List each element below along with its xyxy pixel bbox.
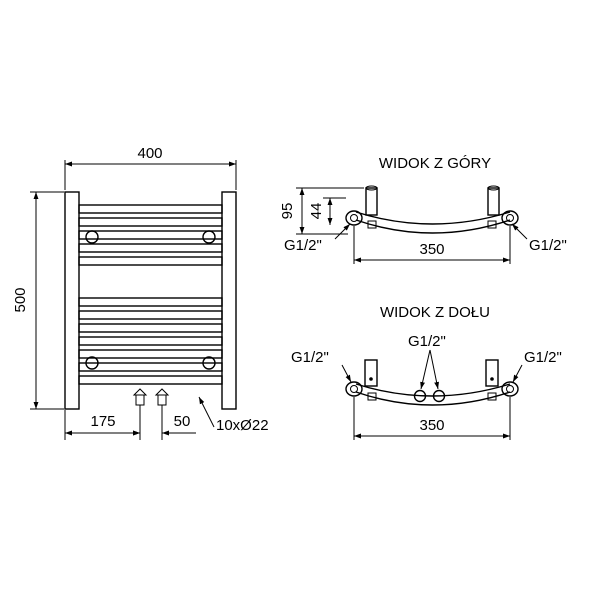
mount-bottom-left [85, 356, 99, 370]
left-side-tube [64, 191, 80, 410]
height-dimension: 500 [12, 191, 64, 410]
mount-bottom-right [202, 356, 216, 370]
top-view-title: WIDOK Z GÓRY [379, 155, 491, 172]
bottom-width-label: 350 [419, 417, 444, 434]
bottom-center-port-right [432, 389, 446, 403]
mount-top-right [202, 230, 216, 244]
top-left-pipe-cap [365, 185, 378, 191]
bottom-view: WIDOK Z DOŁU G1/2" G1/2" G1/2" 350 [291, 304, 562, 440]
horizontal-bar [78, 323, 223, 333]
horizontal-bar [78, 204, 223, 214]
bottom-curve-outer [355, 383, 511, 397]
bottom-curve-inner [355, 391, 511, 406]
width-dimension: 400 [64, 145, 237, 190]
bottom-center-thread-label: G1/2" [408, 333, 446, 350]
bottom-right-thread-label: G1/2" [524, 349, 562, 366]
bottom-left-fitting [345, 381, 363, 397]
bottom-right-bracket [487, 392, 497, 401]
bottom-center-port-left [413, 389, 427, 403]
horizontal-bar [78, 230, 223, 240]
horizontal-bar [78, 362, 223, 372]
spacing-label: 50 [174, 413, 191, 430]
top-curve-outer [355, 211, 511, 225]
top-right-fitting [501, 210, 519, 226]
bottom-right-pipe-dot [490, 377, 494, 381]
top-right-fitting-inner [506, 214, 514, 222]
horizontal-bar [78, 243, 223, 253]
top-left-thread-label: G1/2" [284, 237, 322, 254]
front-view: 400 500 175 50 10xØ22 [12, 145, 269, 440]
width-label: 400 [137, 145, 162, 162]
bottom-left-pipe [364, 359, 378, 387]
mount-top-left [85, 230, 99, 244]
valve-left-body [135, 394, 145, 406]
horizontal-bar [78, 336, 223, 346]
horizontal-bar [78, 297, 223, 307]
horizontal-bar [78, 256, 223, 266]
top-width-label: 350 [419, 241, 444, 258]
bottom-left-pipe-dot [369, 377, 373, 381]
height-label: 500 [12, 287, 29, 312]
valve-right-head [154, 388, 170, 396]
tube-label: 10xØ22 [216, 417, 269, 434]
tube-leader: 10xØ22 [198, 396, 269, 434]
top-right-thread-label: G1/2" [529, 237, 567, 254]
top-left-fitting [345, 210, 363, 226]
top-left-fitting-inner [350, 214, 358, 222]
horizontal-bar [78, 310, 223, 320]
horizontal-bar [78, 375, 223, 385]
bottom-left-fitting-inner [350, 385, 358, 393]
bottom-right-fitting-inner [506, 385, 514, 393]
horizontal-bar [78, 217, 223, 227]
valve-left-head [132, 388, 148, 396]
horizontal-bar [78, 349, 223, 359]
mounting-points [85, 230, 216, 370]
top-right-bracket [487, 220, 497, 229]
valve-right-body [157, 394, 167, 406]
top-curve-inner [355, 219, 511, 234]
left-offset-label: 175 [90, 413, 115, 430]
top-view: WIDOK Z GÓRY 95 44 G1/2" G1/2" 350 [279, 155, 567, 264]
bottom-right-fitting [501, 381, 519, 397]
top-right-pipe-cap [487, 185, 500, 191]
right-side-tube [221, 191, 237, 410]
bottom-left-bracket [367, 392, 377, 401]
valves [132, 388, 170, 406]
top-left-bracket [367, 220, 377, 229]
inner-depth-label: 44 [308, 203, 325, 220]
horizontal-bars [78, 204, 223, 385]
top-right-pipe [487, 187, 500, 216]
bottom-left-thread-label: G1/2" [291, 349, 329, 366]
bottom-view-title: WIDOK Z DOŁU [380, 304, 490, 321]
top-left-pipe [365, 187, 378, 216]
bottom-right-pipe [485, 359, 499, 387]
bottom-dimensions: 175 50 [64, 405, 196, 440]
depth-label: 95 [279, 203, 296, 220]
